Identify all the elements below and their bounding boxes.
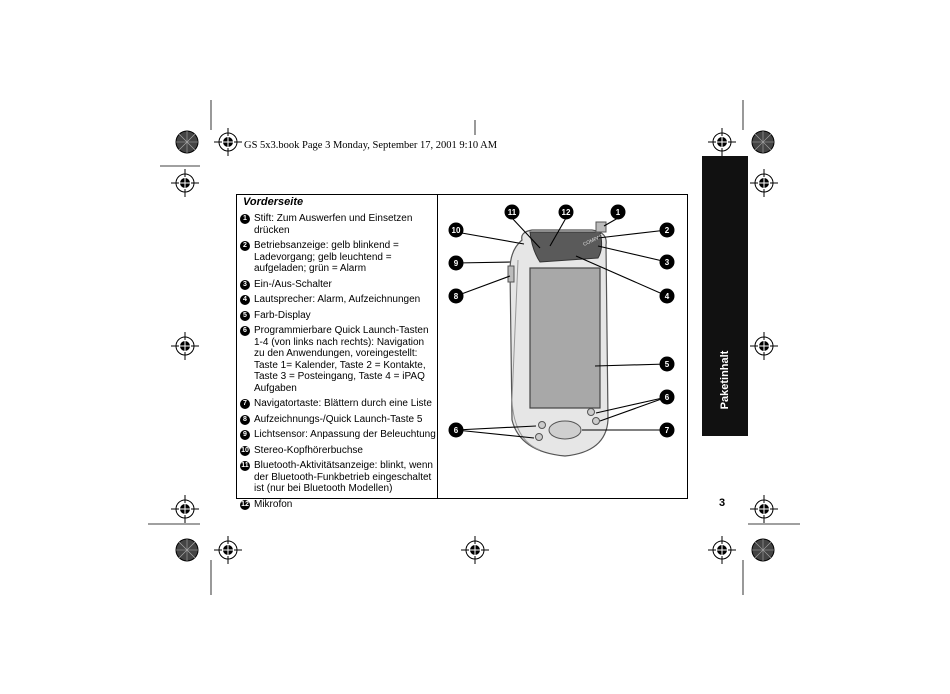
callout-number: 9 (454, 259, 459, 268)
feature-text: Farb-Display (254, 309, 311, 321)
callout-number: 8 (454, 292, 459, 301)
feature-item: 9 Lichtsensor: Anpassung der Beleuchtung (240, 429, 436, 441)
callout-number: 6 (454, 426, 459, 435)
device-figure: COMPAQ 11 12 1 10 2 (448, 204, 675, 457)
feature-item: 1 Stift: Zum Auswerfen und Einsetzen drüc… (240, 213, 436, 236)
feature-item: 11 Bluetooth-Aktivitätsanzeige: blinkt, w… (240, 460, 436, 495)
feature-text: Stereo-Kopfhörerbuchse (254, 444, 363, 456)
feature-text: Betriebsanzeige: gelb blinkend = Ladevor… (254, 240, 399, 274)
callout-badge (448, 222, 464, 238)
number-bullet: 1 (240, 214, 250, 224)
callout-badge (558, 204, 574, 220)
side-tab-label: Paketinhalt (719, 350, 731, 410)
feature-text: Bluetooth-Aktivitätsanzeige: blinkt, wen… (254, 460, 433, 494)
section-title: Vorderseite (243, 196, 304, 208)
navigator-button (548, 420, 582, 440)
feature-text: Lautsprecher: Alarm, Aufzeichnungen (254, 294, 421, 305)
feature-item: 8 Aufzeichnungs-/Quick Launch-Taste 5 (240, 414, 436, 426)
feature-item: 7 Navigatortaste: Blättern durch eine Lis… (240, 398, 436, 410)
feature-text: Lichtsensor: Anpassung der Beleuchtung (254, 429, 436, 440)
number-bullet: 11 (240, 461, 250, 471)
feature-item: 12 Mikrofon (240, 499, 436, 511)
callout-badge (659, 222, 675, 238)
callout-number: 11 (508, 208, 517, 217)
callout-badge (659, 254, 675, 270)
feature-text: Mikrofon (254, 498, 293, 510)
callout-number: 5 (665, 360, 670, 369)
content-frame (236, 194, 688, 499)
feature-item: 2 Betriebsanzeige: gelb blinkend = Ladevo… (240, 240, 436, 275)
number-bullet: 8 (240, 414, 250, 425)
number-bullet: 3 (240, 279, 250, 290)
callout-number: 6 (665, 393, 670, 402)
column-divider (437, 194, 438, 499)
callout-badge (659, 356, 675, 372)
callout-number: 7 (665, 426, 670, 435)
number-bullet: 9 (240, 430, 250, 440)
callout-badge (448, 255, 464, 271)
feature-item: 5 Farb-Display (240, 310, 436, 322)
callout-number: 10 (452, 226, 461, 235)
number-bullet: 10 (240, 445, 250, 456)
callout-badge (659, 288, 675, 304)
callout-badge (659, 389, 675, 405)
callout-badge (610, 204, 626, 220)
feature-text: Programmierbare Quick Launch-Tasten 1-4 … (254, 325, 429, 394)
number-bullet: 7 (240, 399, 250, 409)
feature-list: 1 Stift: Zum Auswerfen und Einsetzen drüc… (240, 213, 436, 514)
device-screen (529, 267, 601, 409)
side-tab (702, 156, 748, 436)
callout-badge (448, 422, 464, 438)
feature-item: 3 Ein-/Aus-Schalter (240, 279, 436, 291)
callout-badge (504, 204, 520, 220)
feature-item: 10 Stereo-Kopfhörerbuchse (240, 445, 436, 457)
feature-item: 4 Lautsprecher: Alarm, Aufzeichnungen (240, 294, 436, 306)
top-bezel (529, 231, 603, 263)
callout-number: 1 (616, 208, 621, 217)
number-bullet: 2 (240, 241, 250, 251)
feature-item: 6 Programmierbare Quick Launch-Tasten 1-4… (240, 325, 436, 394)
page-number: 3 (719, 497, 726, 509)
callout-number: 12 (562, 208, 571, 217)
number-bullet: 5 (240, 310, 250, 321)
number-bullet: 6 (240, 326, 250, 336)
book-header-info: GS 5x3.book Page 3 Monday, September 17,… (244, 140, 498, 151)
feature-text: Aufzeichnungs-/Quick Launch-Taste 5 (254, 413, 423, 425)
callout-number: 4 (665, 292, 670, 301)
feature-text: Ein-/Aus-Schalter (254, 278, 332, 290)
callout-number: 3 (665, 258, 670, 267)
number-bullet: 4 (240, 295, 250, 305)
callout-badge (448, 288, 464, 304)
callout-badge (659, 422, 675, 438)
feature-text: Stift: Zum Auswerfen und Einsetzen drück… (254, 213, 413, 236)
feature-text: Navigatortaste: Blättern durch eine List… (254, 398, 432, 409)
callout-number: 2 (665, 226, 670, 235)
number-bullet: 12 (240, 499, 250, 510)
